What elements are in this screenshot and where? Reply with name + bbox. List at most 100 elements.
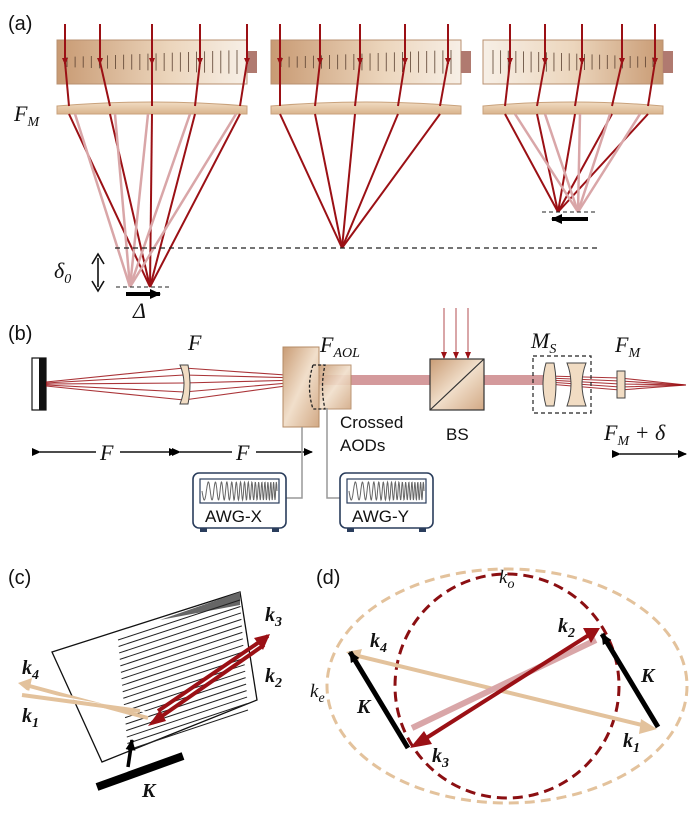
ray (536, 61, 546, 107)
crystal-body (51, 591, 258, 763)
ray (149, 113, 241, 288)
fm-label-a: FM (13, 101, 40, 130)
panel-b: (b) F FAOL Crossed AODs BS MS FM F (8, 308, 687, 532)
focusing-lens-3 (482, 101, 664, 115)
distance-f2-label: F (235, 440, 250, 465)
ray (504, 113, 559, 213)
aod-device-1 (56, 39, 257, 85)
ray (611, 61, 623, 107)
ray (194, 61, 201, 107)
wavevector-shadow (410, 637, 598, 731)
ray (576, 113, 642, 213)
ms-label: MS (530, 328, 556, 357)
ray (543, 113, 580, 213)
wavefront-line (127, 709, 249, 751)
aod-block-y (318, 364, 352, 410)
fm-plus-delta-label: FM + δ (603, 420, 666, 449)
ray (576, 113, 582, 213)
ray (439, 61, 449, 107)
k4-label-d: k4 (370, 630, 387, 656)
ray (73, 113, 132, 288)
wavefront-line (120, 631, 243, 673)
beam-k1-c (21, 693, 141, 713)
wavevector-k3-k2 (418, 631, 594, 744)
ray (513, 113, 580, 213)
ray (576, 113, 612, 213)
awg-x-waveform (201, 480, 278, 502)
k2-label-c: k2 (265, 665, 282, 691)
ray (647, 61, 656, 107)
ke-label: ke (310, 681, 325, 706)
ray (314, 61, 321, 107)
k2-label-d: k2 (558, 615, 575, 641)
acoustic-k-label-left: K (356, 696, 372, 718)
aod-block-x (282, 346, 320, 428)
k4-label-c: k4 (22, 657, 39, 683)
beam-k3-c (150, 643, 266, 725)
wavefront-line (120, 625, 243, 667)
ray (113, 113, 132, 288)
ko-label: ko (499, 567, 514, 592)
awg-x-device: AWG-X (192, 472, 287, 532)
telescope-ms-box (532, 355, 592, 414)
distance-f1-label: F (99, 440, 114, 465)
relay-lens-label: F (187, 330, 202, 355)
f-aol-label: FAOL (319, 332, 360, 361)
light-rays-b (45, 308, 687, 401)
wavefront-line (119, 618, 242, 660)
k3-label-c: k3 (265, 604, 282, 630)
ray (314, 113, 343, 249)
objective-lens-fm (616, 370, 626, 399)
panel-d: (d) ko ke k2 k4 k3 k1 K K (310, 567, 689, 805)
panel-c: (c) K k4 k1 k3 k2 (8, 567, 282, 802)
ray (99, 61, 111, 107)
focusing-lens-1 (56, 101, 248, 115)
ray (128, 113, 150, 288)
crossed-aods-line-2: AODs (340, 436, 385, 455)
acoustic-k-arrow-c (125, 739, 136, 768)
wavefront-line (121, 644, 244, 686)
delta0-label: δ0 (54, 258, 71, 287)
wavefront-line (126, 696, 248, 738)
ray (397, 61, 406, 107)
cable-awg-y (326, 408, 340, 499)
ray (354, 61, 361, 107)
awg-x-label: AWG-X (205, 507, 262, 526)
acoustic-k-label-right: K (640, 665, 656, 687)
ray (341, 113, 441, 249)
wavefront-line (119, 612, 242, 654)
ray-b (45, 383, 687, 401)
panel-d-label: (d) (316, 567, 340, 589)
ray (279, 113, 343, 249)
cable-awg-x (286, 427, 303, 499)
delta-label: Δ (132, 298, 146, 323)
panel-b-label: (b) (8, 323, 32, 345)
ray (64, 61, 70, 107)
ray (128, 113, 192, 288)
ray (341, 113, 399, 249)
ray (149, 113, 196, 288)
ordinary-index-circle (393, 572, 621, 800)
ray (68, 113, 151, 288)
panel-a-label: (a) (8, 13, 32, 35)
ray-b (45, 367, 687, 386)
ray (504, 61, 511, 107)
panel-a: (a) FM δ0 (8, 13, 673, 323)
acoustic-k-arrow-left (347, 650, 411, 750)
beam-splitter-label: BS (446, 425, 469, 444)
aod-device-2 (270, 39, 471, 85)
wavefront-line (121, 638, 243, 680)
fm-label-b: FM (614, 332, 641, 361)
ray (557, 113, 576, 213)
ray-b (45, 374, 687, 386)
ray (574, 61, 583, 107)
ray (149, 113, 153, 288)
telescope-lens-2 (566, 362, 587, 407)
panel-c-label: (c) (8, 567, 31, 589)
ray (341, 113, 356, 249)
acoustic-k-label-c: K (141, 780, 157, 802)
wavefront-line (117, 599, 241, 641)
wavefront-line (127, 703, 248, 745)
k1-label-c: k1 (22, 705, 39, 731)
